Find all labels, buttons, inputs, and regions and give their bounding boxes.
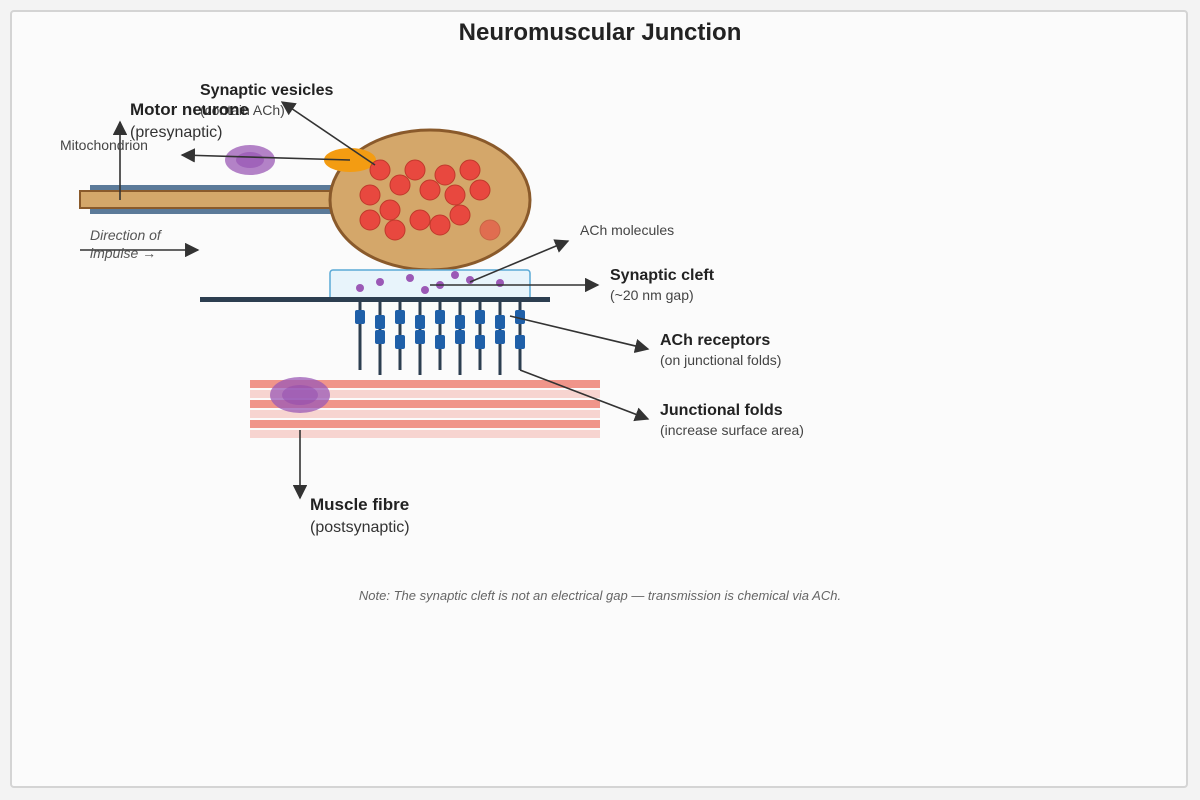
- ach-molecule: [421, 286, 429, 294]
- ach-molecules-arrow: [469, 239, 570, 283]
- ach-receptor: [355, 310, 365, 324]
- ach-receptors-label: ACh receptors: [660, 332, 770, 349]
- ach-molecule: [406, 274, 414, 282]
- ach-receptor: [515, 335, 525, 349]
- motor-neurone-sublabel: (presynaptic): [130, 124, 222, 141]
- motor-neurone-label: Motor neurone: [130, 100, 249, 119]
- ach-molecule: [356, 284, 364, 292]
- synaptic-vesicles-sublabel: (contain ACh): [200, 102, 285, 118]
- vesicles-arrow: [280, 101, 376, 166]
- vesicle: [359, 184, 381, 206]
- junctional-folds-label: Junctional folds: [660, 402, 783, 419]
- junctional-folds-sublabel: (increase surface area): [660, 422, 804, 438]
- ach-receptors-sublabel: (on junctional folds): [660, 352, 781, 368]
- vesicle: [449, 204, 471, 226]
- vesicle: [379, 199, 401, 221]
- ach-receptor: [475, 335, 485, 349]
- ach-receptor: [495, 330, 505, 344]
- ach-receptor: [415, 315, 425, 329]
- muscle-nucleus-icon: [270, 377, 330, 413]
- ach-molecule: [376, 278, 384, 286]
- ach-receptor: [435, 310, 445, 324]
- ach-receptor: [435, 335, 445, 349]
- ach-receptors-arrow: [509, 315, 650, 353]
- vesicle: [459, 159, 481, 181]
- axon: [79, 185, 336, 214]
- vesicle: [419, 179, 441, 201]
- junctional-folds-arrow: [519, 369, 650, 422]
- vesicle: [409, 209, 431, 231]
- ach-receptor: [455, 330, 465, 344]
- mitochondrion-label: Mitochondrion: [60, 137, 148, 153]
- synaptic-cleft-sublabel: (~20 nm gap): [610, 287, 694, 303]
- vesicle: [389, 174, 411, 196]
- ach-receptor: [375, 330, 385, 344]
- synaptic-cleft-label: Synaptic cleft: [610, 267, 715, 284]
- vesicle: [384, 219, 406, 241]
- diagram-frame: [10, 10, 1188, 788]
- vesicle: [429, 214, 451, 236]
- ach-receptor: [515, 310, 525, 324]
- direction-label-line1: Direction of: [90, 227, 163, 243]
- ach-molecule: [451, 271, 459, 279]
- vesicle: [469, 179, 491, 201]
- ach-receptor: [495, 315, 505, 329]
- ach-receptor: [395, 335, 405, 349]
- postsynaptic-membrane: [200, 297, 550, 302]
- ach-molecules-label: ACh molecules: [580, 222, 674, 238]
- diagram-title: Neuromuscular Junction: [459, 19, 742, 46]
- mitochondrion-arrow: [180, 148, 351, 163]
- ach-receptor: [395, 310, 405, 324]
- muscle-fibre: [250, 380, 600, 438]
- synaptic-vesicles-label: Synaptic vesicles: [200, 82, 334, 99]
- footnote: Note: The synaptic cleft is not an elect…: [359, 588, 841, 603]
- direction-label-line2: impulse →: [90, 245, 156, 261]
- vesicle: [404, 159, 426, 181]
- ach-receptor: [415, 330, 425, 344]
- vesicle: [359, 209, 381, 231]
- ach-receptor: [375, 315, 385, 329]
- ach-receptor: [475, 310, 485, 324]
- muscle-fibre-sublabel: (postsynaptic): [310, 519, 410, 536]
- junctional-folds: [355, 302, 525, 375]
- ach-receptor: [455, 315, 465, 329]
- fusing-vesicle: [479, 219, 501, 241]
- muscle-fibre-label: Muscle fibre: [310, 495, 409, 514]
- vesicle: [434, 164, 456, 186]
- vesicle: [444, 184, 466, 206]
